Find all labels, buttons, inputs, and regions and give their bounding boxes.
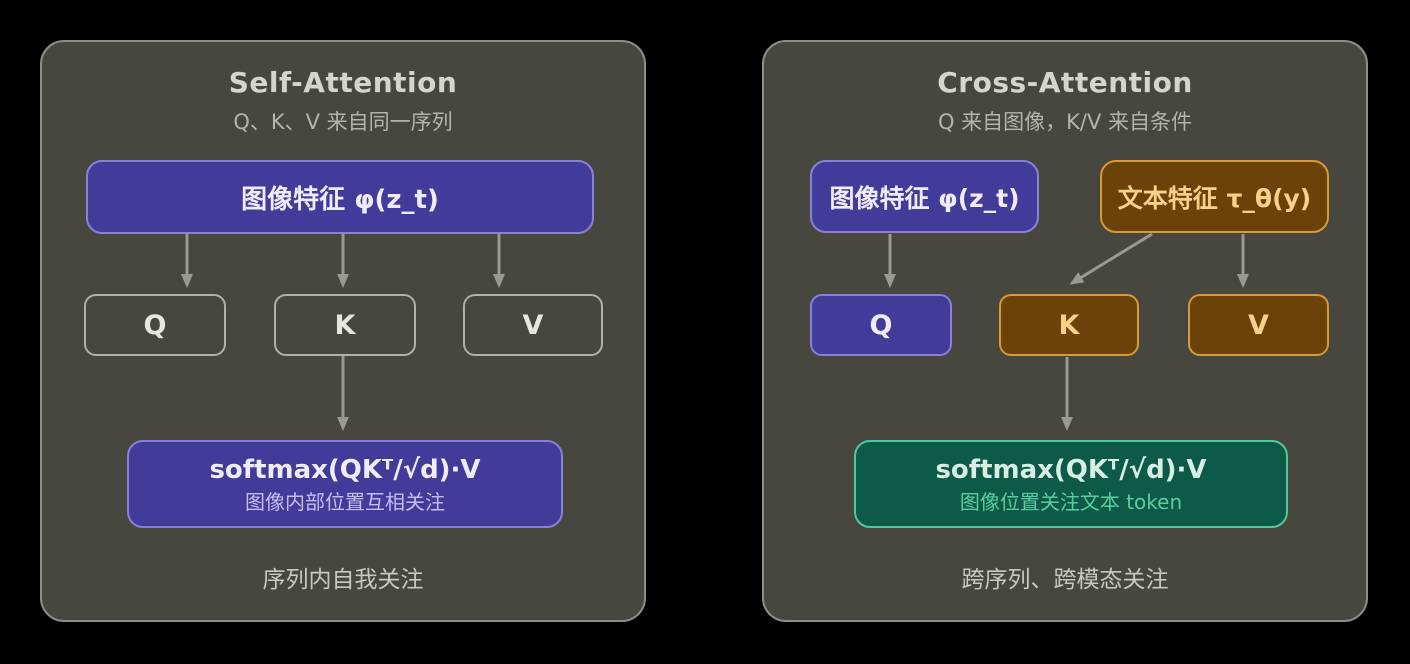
k-node: K xyxy=(274,294,416,356)
self-attention-subtitle: Q、K、V 来自同一序列 xyxy=(233,110,453,134)
v-node: V xyxy=(1188,294,1329,356)
image-feature-node: 图像特征 φ(z_t) xyxy=(86,160,594,234)
image-feature-label: 图像特征 φ(z_t) xyxy=(829,183,1020,213)
text-feature-node: 文本特征 τ_θ(y) xyxy=(1100,160,1329,233)
cross-attention-result-node: softmax(QKᵀ/√d)·V 图像位置关注文本 token xyxy=(854,440,1288,528)
v-label: V xyxy=(522,309,544,341)
k-label: K xyxy=(1058,309,1080,341)
cross-attention-title: Cross-Attention xyxy=(937,66,1193,99)
cross-attention-caption: 跨序列、跨模态关注 xyxy=(961,567,1169,593)
image-feature-label: 图像特征 φ(z_t) xyxy=(241,184,439,215)
self-attention-title: Self-Attention xyxy=(228,66,458,99)
cross-attention-formula: softmax(QKᵀ/√d)·V xyxy=(935,455,1207,486)
self-attention-panel: Self-Attention Q、K、V 来自同一序列 图像特征 φ(z_t) … xyxy=(40,40,646,622)
self-attention-formula-note: 图像内部位置互相关注 xyxy=(245,489,445,514)
q-label: Q xyxy=(143,309,167,341)
cross-attention-panel: Cross-Attention Q 来自图像，K/V 来自条件 图像特征 φ(z… xyxy=(762,40,1368,622)
text-feature-label: 文本特征 τ_θ(y) xyxy=(1117,183,1312,213)
self-attention-caption: 序列内自我关注 xyxy=(262,567,424,593)
self-attention-result-node: softmax(QKᵀ/√d)·V 图像内部位置互相关注 xyxy=(127,440,563,528)
k-node: K xyxy=(999,294,1139,356)
self-attention-formula: softmax(QKᵀ/√d)·V xyxy=(209,455,481,486)
q-label: Q xyxy=(869,309,893,341)
q-node: Q xyxy=(810,294,952,356)
v-label: V xyxy=(1248,309,1269,341)
v-node: V xyxy=(463,294,603,356)
cross-attention-formula-note: 图像位置关注文本 token xyxy=(959,489,1183,514)
k-label: K xyxy=(334,309,356,341)
image-feature-node: 图像特征 φ(z_t) xyxy=(810,160,1039,233)
q-node: Q xyxy=(84,294,226,356)
cross-attention-subtitle: Q 来自图像，K/V 来自条件 xyxy=(937,110,1193,134)
